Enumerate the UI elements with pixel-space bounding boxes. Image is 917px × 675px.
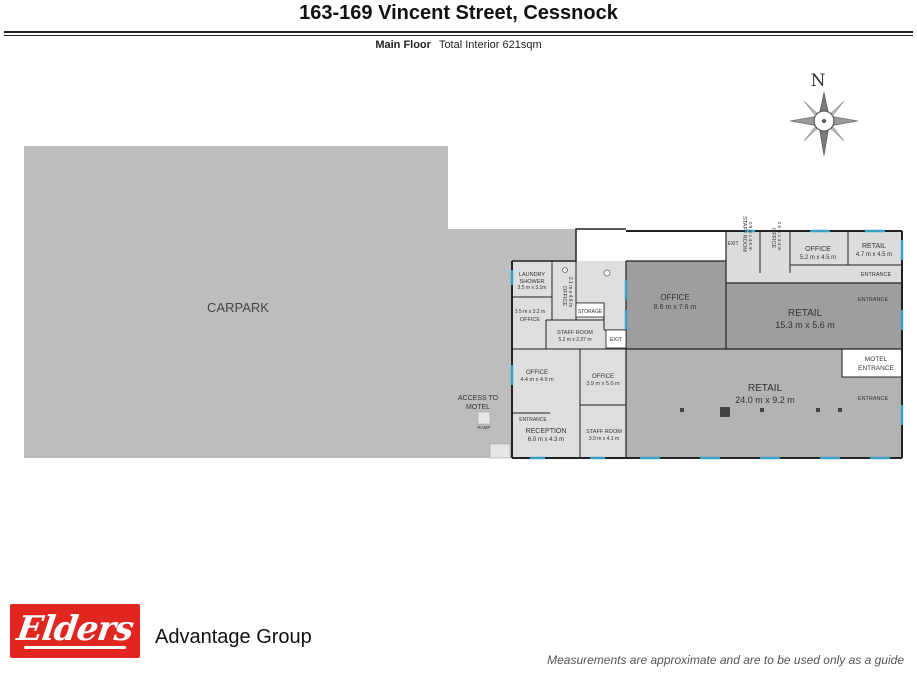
large-retail-label: RETAIL (748, 383, 783, 394)
reception-label: RECEPTION (526, 428, 567, 435)
brand-name: Advantage Group (155, 626, 312, 648)
storage-room (575, 302, 605, 318)
fixtures (562, 267, 842, 417)
access-label-2: MOTEL (466, 404, 490, 411)
elders-logo: Elders (10, 604, 140, 658)
room-office-large (626, 261, 726, 349)
motel-entrance-label-2: ENTRANCE (858, 365, 894, 372)
laundry-dimensions: 3.5 m x 3.1m (518, 285, 547, 291)
reception-entrance-label: ENTRANCE (519, 417, 547, 423)
laundry-label: LAUNDRY (519, 272, 546, 278)
subtitle: Main Floor Total Interior 621sqm (0, 39, 917, 51)
access-label: ACCESS TO (458, 395, 499, 402)
entrance-2-label: ENTRANCE (858, 297, 889, 303)
narrow-office-label: OFFICE (561, 286, 567, 306)
building (512, 229, 903, 458)
page-title: 163-169 Vincent Street, Cessnock (299, 2, 618, 24)
large-retail-dimensions: 24.0 m x 9.2 m (735, 395, 795, 405)
logo-swoosh (24, 646, 126, 649)
area-label: Total Interior 621sqm (438, 39, 542, 51)
windows (510, 229, 904, 460)
carpark-label: CARPARK (207, 300, 269, 315)
small-office-dimensions: 3.5 m x 3.2 m (515, 309, 545, 315)
elders-logo-text: Elders (14, 609, 136, 649)
staff-room-1-dimensions: 5.2 m x 2.37 m (558, 337, 591, 343)
title-rule-thin (4, 35, 913, 36)
staff-room-3-dimensions: 3.9 m x 4.1 m (589, 436, 619, 442)
top-office-label: OFFICE (805, 246, 831, 253)
large-office-label: OFFICE (660, 293, 689, 302)
top-office-dimensions: 5.2 m x 4.5 m (800, 255, 836, 261)
motel-entrance-label: MOTEL (865, 356, 888, 363)
top-narrow-office-label: OFFICE (770, 228, 776, 248)
middle-retail-label: RETAIL (788, 308, 823, 319)
laundry-label-2: SHOWER (520, 279, 545, 285)
room-retail-middle (726, 283, 902, 349)
office-44-label: OFFICE (526, 370, 548, 376)
exit-top-label: EXIT (727, 241, 738, 247)
large-office-dimensions: 8.6 m x 7.6 m (654, 304, 697, 311)
office-39-label: OFFICE (592, 374, 614, 380)
room-labels: LAUNDRY SHOWER 3.5 m x 3.1m OFFICE 2.1 m… (515, 216, 895, 443)
title-rule (4, 31, 913, 33)
motel-entrance-box (841, 348, 903, 378)
entrance-1-label: ENTRANCE (861, 272, 892, 278)
disclaimer: Measurements are approximate and are to … (547, 653, 904, 667)
entrance-3-label: ENTRANCE (858, 396, 889, 402)
room-top-row (726, 231, 902, 283)
office-44-dimensions: 4.4 m x 4.9 m (520, 377, 554, 383)
top-retail-dimensions: 4.7 m x 4.5 m (856, 252, 892, 258)
ramp-label: RAMP (477, 425, 490, 430)
floor-label: Main Floor (375, 39, 431, 51)
top-narrow-office-dimensions: 2.5 m x 3.4 m (776, 221, 782, 250)
compass-north-label: N (811, 71, 826, 91)
office-39-dimensions: 3.9 m x 5.0 m (586, 381, 620, 387)
top-retail-label: RETAIL (862, 243, 886, 250)
exit-middle-label: EXIT (610, 337, 623, 343)
staff-room-2-dimensions: 2.9 m x 4.5 m (747, 221, 753, 250)
small-office-label: OFFICE (520, 317, 540, 323)
compass-rose-icon: N (789, 71, 859, 157)
staff-room-2-label: STAFF ROOM (741, 216, 747, 252)
narrow-office-dimensions: 2.1 m x 4.6 m (567, 277, 573, 307)
staff-room-3-label: STAFF ROOM (586, 429, 622, 435)
storage-label: STORAGE (578, 309, 603, 315)
middle-retail-dimensions: 15.3 m x 5.6 m (775, 320, 835, 330)
staff-room-1-label: STAFF ROOM (557, 330, 593, 336)
reception-dimensions: 6.0 m x 4.3 m (528, 437, 564, 443)
